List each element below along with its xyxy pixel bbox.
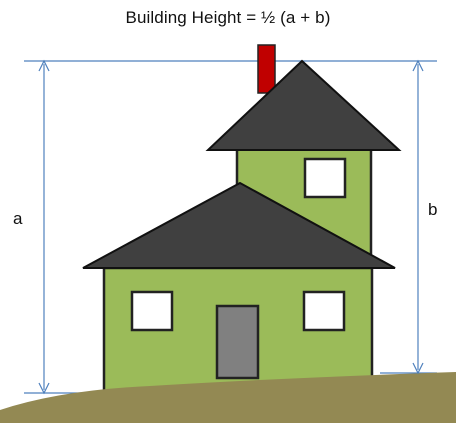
ground-hill bbox=[0, 372, 456, 423]
dimension-a-arrow bbox=[38, 59, 50, 395]
dimension-b-arrow bbox=[412, 59, 424, 375]
front-door bbox=[215, 304, 260, 380]
right-window bbox=[302, 290, 346, 332]
lower-roof bbox=[82, 181, 396, 269]
left-window bbox=[130, 290, 174, 332]
diagram-title: Building Height = ½ (a + b) bbox=[125, 8, 331, 27]
label-a: a bbox=[13, 209, 23, 228]
chimney bbox=[257, 44, 276, 94]
upper-window bbox=[303, 157, 347, 199]
label-b: b bbox=[428, 200, 437, 219]
upper-roof bbox=[205, 59, 402, 151]
